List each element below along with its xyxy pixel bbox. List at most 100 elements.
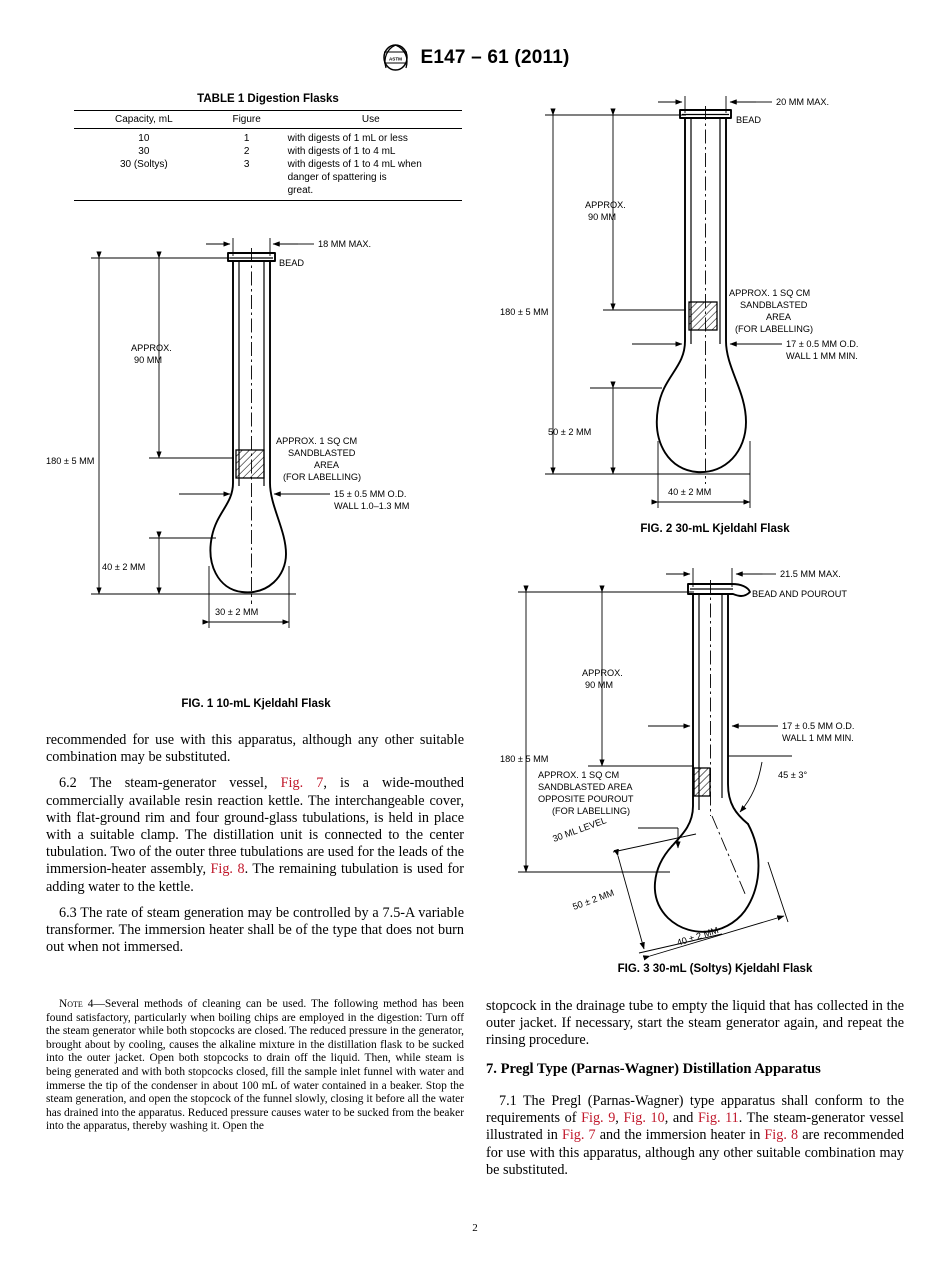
- figure-1: 18 MM MAX. BEAD 180 ± 5 MM APPROX. 90 MM…: [46, 236, 466, 710]
- table-caption: TABLE 1 Digestion Flasks: [197, 93, 339, 105]
- cell-capacity: [74, 171, 214, 184]
- right-text-column: stopcock in the drainage tube to empty t…: [486, 998, 904, 1050]
- figure-3: 21.5 MM MAX. BEAD AND POUROUT 180 ± 5 MM…: [500, 566, 930, 975]
- section-7-block: 7. Pregl Type (Parnas-Wagner) Distillati…: [486, 1061, 904, 1078]
- fig2-sandblast-label-1: APPROX. 1 SQ CM: [729, 288, 810, 298]
- note-body: —Several methods of cleaning can be used…: [46, 998, 464, 1133]
- fig3-bulb-height-label: 50 ± 2 MM: [571, 888, 615, 912]
- fig2-sandblast-label-4: (FOR LABELLING): [735, 324, 813, 334]
- fig1-approx-label-1: APPROX.: [131, 343, 172, 353]
- figure-2-caption: FIG. 2 30-mL Kjeldahl Flask: [640, 523, 790, 535]
- fig3-sandblast-label-3: OPPOSITE POUROUT: [538, 794, 634, 804]
- fig3-approx-label-2: 90 MM: [585, 680, 613, 690]
- page-number: 2: [472, 1222, 478, 1234]
- fig1-bulb-height-label: 40 ± 2 MM: [102, 562, 145, 572]
- fig2-bulb-width-label: 40 ± 2 MM: [668, 487, 711, 497]
- centerline-tilted: [711, 815, 747, 897]
- standard-designation: E147 – 61 (2011): [420, 47, 570, 68]
- p62-part-c: . The remaining tubulation is used for a…: [46, 861, 464, 895]
- section-7-heading: 7. Pregl Type (Parnas-Wagner) Distillati…: [486, 1061, 821, 1077]
- cell-use: with digests of 1 mL or less: [287, 132, 408, 144]
- fig3-bead-label: BEAD AND POUROUT: [752, 589, 847, 599]
- fig1-bulb-width-label: 30 ± 2 MM: [215, 607, 258, 617]
- fig2-approx-label-2: 90 MM: [588, 212, 616, 222]
- table-row: 30 2 with digests of 1 to 4 mL: [74, 145, 462, 158]
- p62-part-a: 6.2 The steam-generator vessel,: [59, 775, 281, 792]
- p71-part-f: are recommended for use with this appara…: [486, 1127, 904, 1178]
- cell-use: with digests of 1 to 4 mL: [287, 145, 396, 157]
- figure-reference-link[interactable]: Fig. 11: [698, 1110, 739, 1127]
- note-4-text: Note 4—Several methods of cleaning can b…: [46, 998, 464, 1134]
- cell-capacity: 30 (Soltys): [119, 158, 168, 170]
- cell-figure: [214, 171, 280, 184]
- fig3-od-label-2: WALL 1 MM MIN.: [782, 733, 854, 743]
- column-header-figure: Figure: [232, 113, 261, 125]
- cell-use: danger of spattering is: [287, 171, 387, 183]
- astm-logo-icon: ASTM: [382, 44, 408, 71]
- fig1-top-width-label: 18 MM MAX.: [318, 239, 371, 249]
- fig3-approx-label-1: APPROX.: [582, 668, 623, 678]
- fig1-sandblast-label-4: (FOR LABELLING): [283, 472, 361, 482]
- flask-outline: [654, 583, 760, 933]
- paragraph-6-2: 6.2 The steam-generator vessel, Fig. 7, …: [46, 775, 464, 895]
- table-row: danger of spattering is: [74, 171, 462, 184]
- fig1-sandblast-label-1: APPROX. 1 SQ CM: [276, 436, 357, 446]
- note-number: 4: [82, 998, 94, 1010]
- fig2-top-width-label: 20 MM MAX.: [776, 97, 829, 107]
- fig3-sandblast-label-1: APPROX. 1 SQ CM: [538, 770, 619, 780]
- svg-text:ASTM: ASTM: [388, 57, 401, 62]
- fig2-bulb-height-label: 50 ± 2 MM: [548, 427, 591, 437]
- paragraph-continuation-right: stopcock in the drainage tube to empty t…: [486, 998, 904, 1049]
- figure-reference-link[interactable]: Fig. 8: [764, 1127, 799, 1144]
- p62-part-b: , is a wide-mouthed commercially availab…: [46, 775, 464, 878]
- fig2-od-label-2: WALL 1 MM MIN.: [786, 351, 858, 361]
- p71-part-d: . The steam-generator vessel illustrated…: [486, 1110, 904, 1144]
- figure-reference-link[interactable]: Fig. 10: [623, 1110, 665, 1127]
- table-row: 30 (Soltys) 3 with digests of 1 to 4 mL …: [74, 158, 462, 171]
- cell-capacity: [74, 184, 214, 201]
- cell-use: with digests of 1 to 4 mL when: [287, 158, 422, 170]
- fig1-approx-label-2: 90 MM: [134, 355, 162, 365]
- cell-capacity: 30: [138, 145, 150, 157]
- fig2-od-label-1: 17 ± 0.5 MM O.D.: [786, 339, 858, 349]
- cell-figure: 2: [243, 145, 250, 157]
- figure-reference-link[interactable]: Fig. 8: [210, 861, 245, 878]
- p71-part-a: 7.1 The Pregl (Parnas-Wagner) type appar…: [486, 1093, 904, 1127]
- fig3-top-width-label: 21.5 MM MAX.: [780, 569, 841, 579]
- fig2-sandblast-label-2: SANDBLASTED: [740, 300, 808, 310]
- cell-use: great.: [287, 184, 314, 196]
- sandblasted-area-marker: [688, 301, 718, 331]
- fig3-od-label-1: 17 ± 0.5 MM O.D.: [782, 721, 854, 731]
- flask-outline: [209, 252, 287, 594]
- column-header-use: Use: [361, 113, 380, 125]
- figure-2: 20 MM MAX. BEAD 180 ± 5 MM APPROX. 90 MM…: [500, 96, 930, 535]
- fig2-sandblast-label-3: AREA: [766, 312, 792, 322]
- paragraph-continuation: recommended for use with this apparatus,…: [46, 732, 464, 766]
- fig3-level-label: 30 ML LEVEL: [551, 815, 607, 844]
- figure-1-caption: FIG. 1 10-mL Kjeldahl Flask: [181, 698, 331, 710]
- fig2-bead-label: BEAD: [736, 115, 761, 125]
- fig3-sandblast-label-4: (FOR LABELLING): [552, 806, 630, 816]
- cell-figure: 3: [243, 158, 250, 170]
- p71-part-c: , and: [664, 1110, 699, 1127]
- figure-reference-link[interactable]: Fig. 7: [280, 775, 324, 792]
- table-row: great.: [74, 184, 462, 201]
- fig1-sandblast-label-2: SANDBLASTED: [288, 448, 356, 458]
- page-header: ASTM E147 – 61 (2011): [0, 44, 950, 78]
- note-4-block: Note 4—Several methods of cleaning can b…: [46, 998, 464, 1134]
- fig2-approx-label-1: APPROX.: [585, 200, 626, 210]
- fig1-bead-label: BEAD: [279, 258, 304, 268]
- paragraph-6-3: 6.3 The rate of steam generation may be …: [46, 904, 464, 956]
- column-header-capacity: Capacity, mL: [115, 113, 173, 125]
- cell-figure: [214, 184, 280, 201]
- cell-capacity: 10: [138, 132, 150, 144]
- figure-reference-link[interactable]: Fig. 9: [581, 1110, 616, 1127]
- paragraph-7-1-block: 7.1 The Pregl (Parnas-Wagner) type appar…: [486, 1093, 904, 1179]
- p71-part-b: ,: [615, 1110, 624, 1127]
- sandblasted-area-marker: [693, 767, 711, 797]
- fig3-total-height-label: 180 ± 5 MM: [500, 754, 548, 764]
- note-label: Note: [59, 998, 83, 1010]
- figure-3-caption: FIG. 3 30-mL (Soltys) Kjeldahl Flask: [617, 963, 813, 975]
- figure-reference-link[interactable]: Fig. 7: [561, 1127, 596, 1144]
